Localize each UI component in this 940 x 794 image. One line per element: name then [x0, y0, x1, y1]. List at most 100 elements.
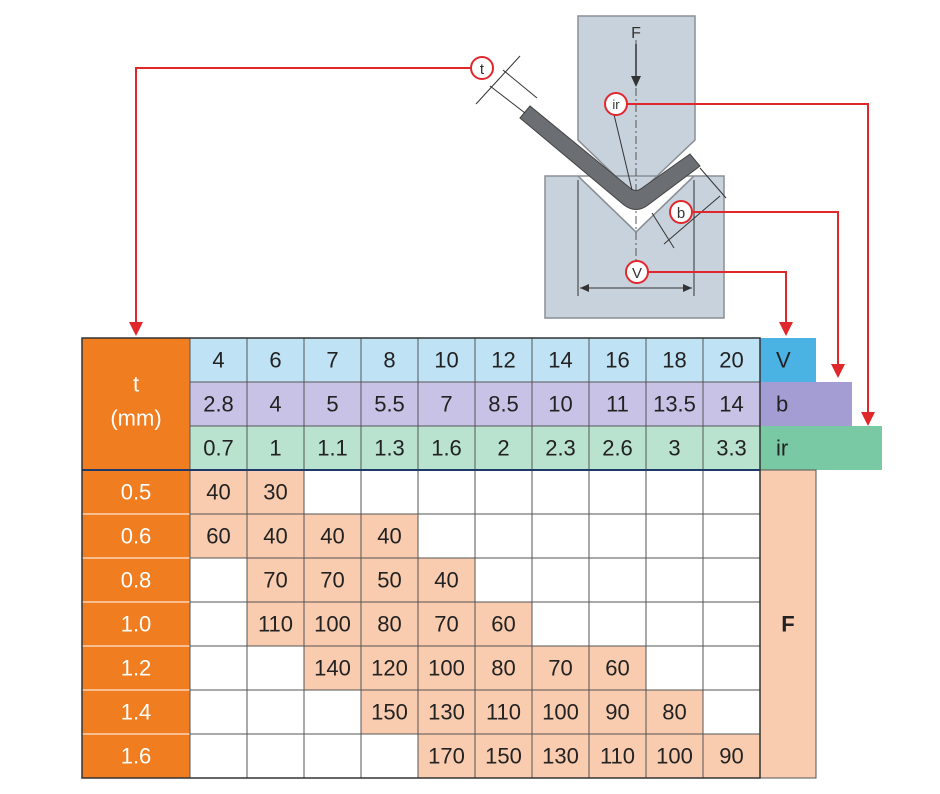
- force-label: F: [781, 612, 794, 637]
- header-value: 10: [434, 348, 458, 373]
- header-cell: [531, 381, 590, 427]
- force-value: 40: [377, 524, 401, 549]
- force-cell: [189, 557, 248, 603]
- thickness-value: 1.2: [121, 656, 152, 681]
- force-letter: F: [631, 25, 641, 42]
- force-cell: [246, 689, 305, 735]
- force-cell: [189, 733, 248, 779]
- header-value: 6: [269, 348, 281, 373]
- force-value: 150: [485, 744, 522, 769]
- flange-callout-label: b: [677, 205, 685, 222]
- force-cell: [189, 645, 248, 691]
- force-cell: [702, 557, 761, 603]
- force-cell: [531, 645, 590, 691]
- force-cell: [246, 733, 305, 779]
- force-value: 60: [491, 612, 515, 637]
- force-cell: [189, 469, 248, 515]
- force-cell: [360, 733, 419, 779]
- force-cell: [303, 733, 362, 779]
- header-cell: [303, 425, 362, 471]
- header-cell: [417, 381, 476, 427]
- force-cell: [588, 601, 647, 647]
- force-cell: [360, 557, 419, 603]
- header-value: 4: [212, 348, 224, 373]
- header-value: 5.5: [374, 392, 405, 417]
- force-cell: [588, 469, 647, 515]
- header-value: 2: [497, 436, 509, 461]
- header-row-label-cell: [760, 382, 852, 426]
- force-cell: [531, 733, 590, 779]
- header-value: 4: [269, 392, 281, 417]
- header-value: 13.5: [653, 392, 696, 417]
- header-row-label-cell: [760, 426, 882, 470]
- force-value: 70: [263, 568, 287, 593]
- force-cell: [474, 689, 533, 735]
- force-cell: [417, 513, 476, 559]
- thickness-value: 0.8: [121, 568, 152, 593]
- header-cell: [246, 381, 305, 427]
- table-border: [81, 337, 761, 779]
- force-label-cell: [759, 469, 817, 779]
- force-value: 140: [314, 656, 351, 681]
- header-cell: [360, 337, 419, 383]
- header-value: 3: [668, 436, 680, 461]
- thickness-cell: [81, 645, 191, 691]
- force-value: 90: [719, 744, 743, 769]
- header-cell: [417, 337, 476, 383]
- force-value: 40: [320, 524, 344, 549]
- force-cell: [645, 557, 704, 603]
- header-row-label: b: [776, 392, 788, 417]
- header-value: 5: [326, 392, 338, 417]
- header-cell: [645, 381, 704, 427]
- header-value: 11: [606, 392, 629, 417]
- force-value: 90: [605, 700, 629, 725]
- callouts: t ir b V: [129, 56, 875, 426]
- force-cell: [702, 689, 761, 735]
- header-row-label-cell: [760, 338, 816, 382]
- force-cell: [303, 513, 362, 559]
- force-cell: [474, 557, 533, 603]
- force-value: 100: [314, 612, 351, 637]
- force-cell: [702, 601, 761, 647]
- force-cell: [360, 645, 419, 691]
- radius-callout-label: ir: [612, 97, 620, 112]
- force-value: 40: [434, 568, 458, 593]
- thickness-header-cell: [81, 337, 191, 471]
- force-cell: [588, 557, 647, 603]
- force-cell: [303, 689, 362, 735]
- header-value: 18: [662, 348, 686, 373]
- force-value: 40: [206, 480, 230, 505]
- header-cell: [303, 381, 362, 427]
- header-value: 2.3: [545, 436, 576, 461]
- thickness-cell: [81, 557, 191, 603]
- force-cell: [645, 601, 704, 647]
- force-value: 40: [263, 524, 287, 549]
- force-value: 60: [605, 656, 629, 681]
- header-value: 0.7: [203, 436, 234, 461]
- header-value: 1: [269, 436, 281, 461]
- force-cell: [474, 645, 533, 691]
- force-value: 50: [377, 568, 401, 593]
- force-value: 170: [428, 744, 465, 769]
- force-cell: [360, 689, 419, 735]
- thickness-value: 1.6: [121, 744, 152, 769]
- force-value: 150: [371, 700, 408, 725]
- header-cell: [417, 425, 476, 471]
- force-cell: [474, 469, 533, 515]
- header-value: 14: [719, 392, 743, 417]
- force-cell: [189, 601, 248, 647]
- header-cell: [189, 337, 248, 383]
- force-cell: [588, 733, 647, 779]
- force-cell: [702, 645, 761, 691]
- force-value: 110: [486, 700, 521, 725]
- header-cell: [588, 337, 647, 383]
- force-cell: [246, 469, 305, 515]
- thickness-callout-label: t: [480, 61, 485, 78]
- header-value: 16: [605, 348, 629, 373]
- thickness-value: 1.4: [121, 700, 152, 725]
- v-callout-label: V: [632, 265, 642, 282]
- thickness-cell: [81, 689, 191, 735]
- force-value: 130: [542, 744, 579, 769]
- header-value: 8: [383, 348, 395, 373]
- force-cell: [588, 645, 647, 691]
